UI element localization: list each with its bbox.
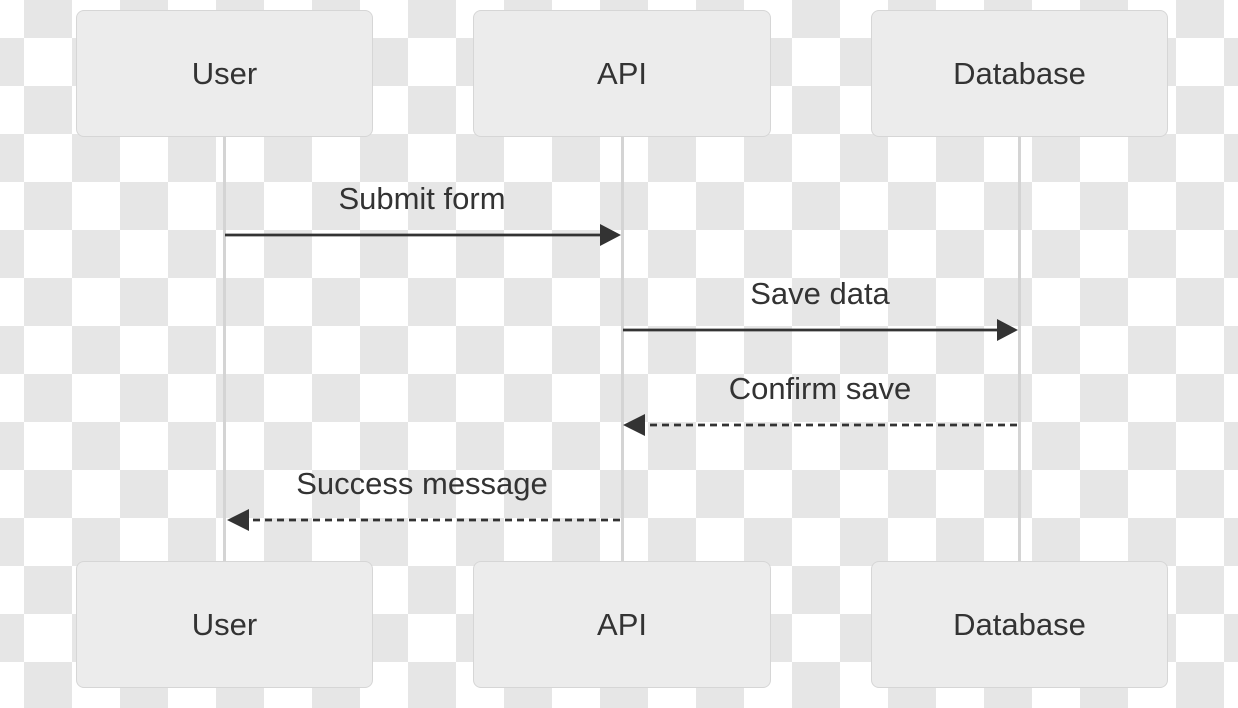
actor-label-database-top: Database	[953, 55, 1086, 91]
message-label-submit-form: Submit form	[338, 181, 506, 216]
message-label-save-data: Save data	[750, 276, 890, 311]
lifeline-database	[1017, 137, 1021, 561]
actor-box-database-top: Database	[871, 10, 1168, 137]
actor-box-database-bottom: Database	[871, 561, 1168, 688]
actor-box-api-bottom: API	[473, 561, 771, 688]
arrowhead-submit-form	[600, 224, 621, 246]
message-label-confirm-save: Confirm save	[728, 371, 912, 406]
arrowhead-save-data	[997, 319, 1018, 341]
actor-box-user-bottom: User	[76, 561, 373, 688]
message-label-success-message: Success message	[296, 466, 548, 501]
lifeline-user	[222, 137, 226, 561]
actor-label-api-top: API	[597, 55, 647, 91]
actor-label-user-bottom: User	[191, 606, 258, 642]
actor-label-user-top: User	[191, 55, 258, 91]
lifeline-api	[620, 137, 624, 561]
arrowhead-confirm-save	[623, 414, 645, 436]
actor-box-api-top: API	[473, 10, 771, 137]
actor-label-api-bottom: API	[597, 606, 647, 642]
actor-box-user-top: User	[76, 10, 373, 137]
actor-label-database-bottom: Database	[953, 606, 1086, 642]
arrowhead-success-message	[227, 509, 249, 531]
